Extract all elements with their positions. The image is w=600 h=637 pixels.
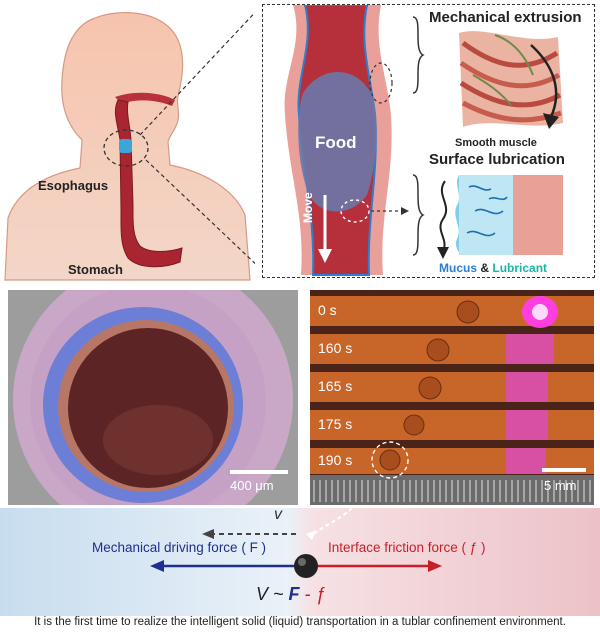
- lubrication-figure: [437, 175, 563, 259]
- sem-scale-label: 400 μm: [230, 478, 274, 493]
- time-label-3: 175 s: [318, 416, 353, 432]
- stomach-label: Stomach: [68, 262, 123, 277]
- eq-v: V ~: [256, 584, 289, 604]
- surface-lubrication-label: Surface lubrication: [429, 151, 565, 168]
- brace-bottom: [412, 174, 425, 256]
- food-bolus: [119, 139, 132, 153]
- driving-force-label: Mechanical driving force ( F ): [92, 540, 267, 555]
- inset-figure: [284, 5, 563, 276]
- velocity-equation: V ~ F - ƒ: [256, 584, 326, 605]
- solid-ball: [294, 554, 318, 578]
- inset-panel: Food Move Mechanical extrusion Smooth mu…: [262, 4, 595, 278]
- oral-cavity: [115, 92, 175, 106]
- smooth-muscle-figure: [459, 31, 563, 129]
- velocity-symbol: v: [274, 506, 282, 523]
- timelapse-panel: 0 s 160 s 165 s 175 s 190 s 5 mm: [310, 290, 594, 505]
- link-curve: [311, 508, 353, 537]
- time-label-0: 0 s: [318, 302, 337, 318]
- time-label-4: 190 s: [318, 452, 353, 468]
- move-label: Move: [301, 192, 315, 223]
- sem-image: [8, 290, 298, 505]
- droplets: [379, 300, 480, 471]
- sem-scale-bar: [230, 470, 288, 474]
- amp-label: &: [480, 261, 490, 275]
- mechanical-extrusion-label: Mechanical extrusion: [429, 9, 582, 26]
- zoom-circle: [103, 129, 149, 167]
- mucus-label: Mucus: [439, 261, 478, 275]
- magenta-glow: [506, 296, 558, 474]
- esophagus-label: Esophagus: [38, 178, 109, 193]
- eq-F: F: [288, 584, 300, 604]
- eq-minus-f: - ƒ: [299, 584, 326, 604]
- sem-image-panel: 400 μm: [8, 290, 298, 505]
- lubricant-label: Lubricant: [492, 261, 548, 275]
- brace-top: [412, 16, 425, 94]
- move-arrow: [318, 249, 332, 263]
- friction-force-label: Interface friction force ( ƒ ): [328, 540, 486, 555]
- timelapse-scale-bar: [542, 468, 586, 472]
- food-label: Food: [315, 133, 357, 152]
- time-label-2: 165 s: [318, 378, 353, 394]
- ruler-ticks: [313, 480, 591, 502]
- time-label-1: 160 s: [318, 340, 353, 356]
- droplet-highlight-circle: [371, 441, 409, 479]
- force-diagram-panel: v Mechanical driving force ( F ) Interfa…: [0, 506, 600, 616]
- mucus-lubricant-legend: Mucus & Lubricant: [439, 261, 547, 275]
- anatomy-panel: Esophagus Stomach: [0, 0, 263, 285]
- force-arrows: [150, 508, 442, 578]
- timelapse-figure: [310, 290, 594, 505]
- caption: It is the first time to realize the inte…: [34, 616, 566, 628]
- food-shape: [298, 72, 377, 212]
- smooth-muscle-label: Smooth muscle: [455, 137, 537, 149]
- anatomy-figure: [4, 4, 263, 281]
- timelapse-scale-label: 5 mm: [544, 478, 577, 493]
